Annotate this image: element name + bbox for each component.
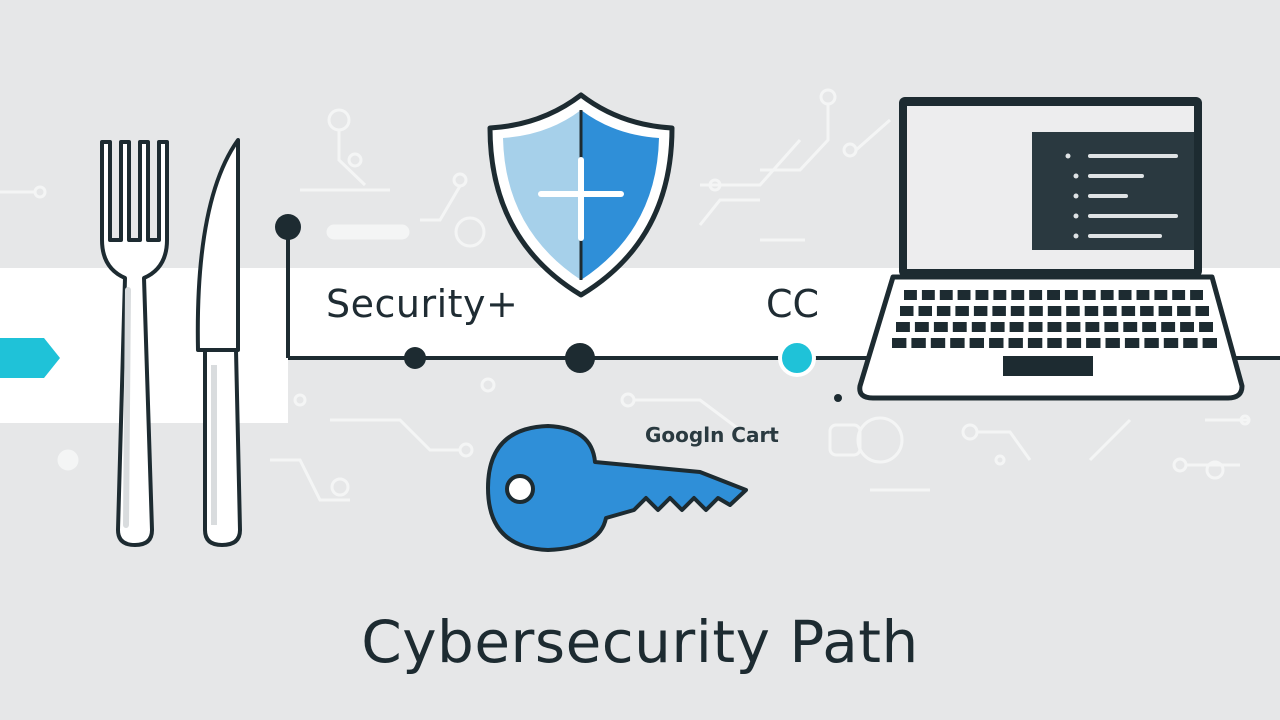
milestone-label-cc: CC	[766, 282, 820, 326]
keyboard-key	[969, 338, 984, 348]
keyboard-key	[1177, 306, 1191, 316]
keyboard-key	[1009, 322, 1024, 332]
milestone-label-security-plus: Security+	[326, 282, 519, 326]
path-node-current	[778, 339, 816, 377]
keyboard-key	[1144, 338, 1159, 348]
keyboard-key	[1082, 290, 1096, 300]
keyboard-key	[1084, 306, 1099, 316]
keyboard-key	[933, 322, 948, 332]
keyboard-key	[1136, 290, 1150, 300]
keyboard-key	[1142, 322, 1157, 332]
keyboard-key	[1047, 290, 1060, 300]
keyboard-key	[1202, 338, 1217, 348]
keyboard-key	[952, 322, 967, 332]
shield-icon	[487, 92, 675, 298]
keyboard-key	[1100, 290, 1114, 300]
path-node	[404, 347, 426, 369]
keyboard-key	[930, 338, 946, 348]
keyboard-key	[896, 322, 910, 332]
path-node	[565, 343, 595, 373]
keyboard-key	[1190, 290, 1203, 300]
keyboard-key	[1029, 290, 1043, 300]
keyboard-key	[1029, 306, 1043, 316]
keyboard-key	[975, 290, 989, 300]
keyboard-key	[1183, 338, 1198, 348]
keyboard-key	[1123, 322, 1138, 332]
keyboard-key	[921, 290, 935, 300]
keyboard-key	[1066, 306, 1080, 316]
laptop-icon	[857, 97, 1245, 401]
keyboard-key	[892, 338, 907, 348]
laptop-touchpad	[1003, 356, 1093, 376]
keyboard-key	[1105, 338, 1120, 348]
keyboard-key	[1118, 290, 1132, 300]
keyboard-key	[992, 306, 1006, 316]
arrow-marker-icon	[0, 338, 60, 378]
keyboard-key	[1010, 306, 1025, 316]
keyboard-key	[1066, 338, 1082, 348]
keyboard-key	[1027, 338, 1043, 348]
keyboard-key	[1104, 322, 1119, 332]
keyboard-key	[1172, 290, 1186, 300]
keyboard-key	[1161, 322, 1176, 332]
keyboard-key	[950, 338, 965, 348]
keyboard-key	[1121, 306, 1136, 316]
keyboard-key	[1028, 322, 1043, 332]
keyboard-key	[1085, 322, 1100, 332]
key-icon	[486, 424, 748, 552]
fork-icon	[100, 140, 169, 547]
keyboard-key	[1195, 306, 1209, 316]
keyboard-key	[990, 322, 1005, 332]
keyboard-key	[911, 338, 926, 348]
keyboard-key	[1158, 306, 1173, 316]
key-caption: Googln Cart	[645, 423, 779, 447]
circuit-decoration	[0, 88, 1251, 502]
keyboard-key	[1140, 306, 1154, 316]
keyboard-key	[1011, 290, 1025, 300]
keyboard-key	[914, 322, 929, 332]
keyboard-key	[1047, 338, 1062, 348]
keyboard-key	[993, 290, 1007, 300]
path-node-small	[834, 394, 842, 402]
keyboard-key	[1124, 338, 1140, 348]
keyboard-key	[1154, 290, 1168, 300]
keyboard-key	[939, 290, 953, 300]
keyboard-key	[957, 290, 971, 300]
keyboard-key	[955, 306, 969, 316]
page-title: Cybersecurity Path	[361, 608, 919, 676]
keyboard-key	[973, 306, 988, 316]
keyboard-key	[1066, 322, 1081, 332]
path-node-start	[275, 214, 301, 240]
keyboard-key	[1180, 322, 1194, 332]
keyboard-key	[971, 322, 986, 332]
laptop-keyboard	[892, 290, 1217, 348]
keyboard-key	[936, 306, 951, 316]
keyboard-key	[1199, 322, 1213, 332]
keyboard-key	[1163, 338, 1179, 348]
keyboard-key	[1047, 306, 1062, 316]
keyboard-key	[900, 306, 914, 316]
keyboard-key	[1103, 306, 1117, 316]
keyboard-key	[1047, 322, 1062, 332]
screen-code-lines	[1088, 154, 1178, 238]
keyboard-key	[918, 306, 932, 316]
keyboard-key	[1086, 338, 1101, 348]
knife-icon	[195, 138, 242, 547]
keyboard-key	[904, 290, 917, 300]
keyboard-key	[989, 338, 1004, 348]
keyboard-key	[1064, 290, 1078, 300]
keyboard-key	[1008, 338, 1023, 348]
